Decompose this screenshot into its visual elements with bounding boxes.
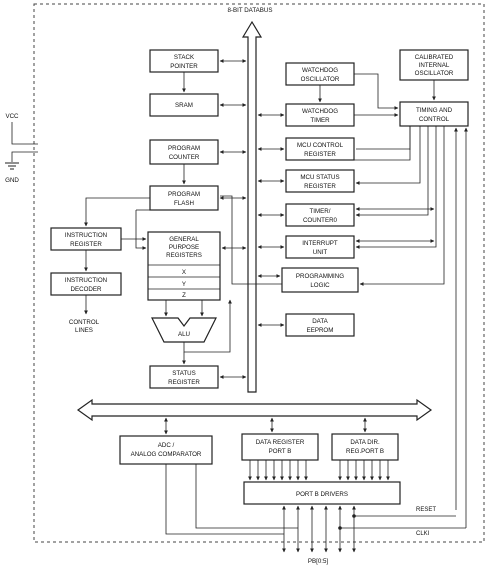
interrupt-unit-block [285,235,355,259]
port-b-drivers-label: PORT B DRIVERS [296,491,348,498]
pb-label: PB[0:5] [308,558,329,565]
timer-counter0-label-1: TIMER/ [310,208,331,215]
data-dir-port-b-label-1: DATA DIR. [350,439,380,446]
timer-counter0-block [285,203,355,227]
mcu-status-register-label-2: REGISTER [304,183,336,190]
reg-to-driver-arrows [248,460,390,481]
reset-label: RESET [416,507,436,513]
databus-label: 8-BIT DATABUS [227,7,272,14]
program-flash-label-2: FLASH [174,200,194,207]
timing-control-label-1: TIMING AND [416,107,453,114]
instruction-register-label-2: REGISTER [70,241,102,248]
clki-label: CLKI [416,531,430,537]
data-eeprom-label-1: DATA [312,318,328,325]
timing-control-block [399,101,469,127]
reg-y-label: Y [182,281,186,288]
port-b-pin-lines [282,505,356,553]
alu-label: ALU [178,331,190,338]
reg-x-label: X [182,269,186,276]
instruction-decoder-label-1: INSTRUCTION [65,277,107,284]
vcc-wire [11,122,38,145]
gp-registers-label-1: GENERAL [169,236,199,243]
alu-block [151,317,217,343]
program-counter-label-1: PROGRAM [168,145,200,152]
mcu-control-register-label-1: MCU CONTROL [297,142,344,149]
mcu-control-register-label-2: REGISTER [304,151,336,158]
data-dir-port-b-block [331,433,399,461]
calibrated-oscillator-label-3: OSCILLATOR [415,70,454,77]
gp-registers-label-3: REGISTERS [166,252,202,259]
gnd-wire [11,151,38,162]
gnd-label: GND [5,177,19,184]
adc-label-2: ANALOG COMPARATOR [131,451,202,458]
programming-logic-label-2: LOGIC [310,282,330,289]
mcu-status-register-label-1: MCU STATUS [300,174,339,181]
databus-vertical [241,20,263,393]
mcu-status-register-block [285,169,355,193]
interrupt-unit-label-1: INTERRUPT [302,240,338,247]
stack-pointer-label-2: POINTER [170,63,198,70]
data-register-port-b-label-1: DATA REGISTER [256,439,305,446]
status-register-block [149,365,219,389]
watchdog-oscillator-label-2: OSCILLATOR [301,76,340,83]
timer-counter0-label-2: COUNTER0 [303,217,338,224]
program-counter-label-2: COUNTER [169,154,200,161]
program-counter-block [149,139,219,165]
ground-icon [5,162,19,170]
data-eeprom-label-2: EEPROM [307,327,334,334]
stack-pointer-label-1: STACK [174,54,195,61]
data-dir-port-b-label-2: REG.PORT B [346,448,384,455]
adc-block [119,435,213,465]
program-flash-label-1: PROGRAM [168,191,200,198]
control-lines-label-1: CONTROL [69,319,100,326]
watchdog-timer-label-1: WATCHDOG [302,108,338,115]
adc-label-1: ADC / [158,442,175,449]
watchdog-oscillator-label-1: WATCHDOG [302,67,338,74]
status-register-label-1: STATUS [172,370,196,377]
instruction-decoder-label-2: DECODER [71,286,102,293]
interrupt-unit-label-2: UNIT [313,249,328,256]
instruction-register-label-1: INSTRUCTION [65,232,107,239]
control-lines-label-2: LINES [75,327,93,334]
calibrated-oscillator-label-1: CALIBRATED [415,54,454,61]
programming-logic-block [281,267,359,293]
mcu-control-register-block [285,137,355,161]
data-register-port-b-label-2: PORT B [269,448,292,455]
calibrated-oscillator-label-2: INTERNAL [419,62,450,69]
status-register-label-2: REGISTER [168,379,200,386]
chip-boundary [33,3,485,543]
data-eeprom-block [285,313,355,337]
sram-label: SRAM [175,102,193,109]
programming-logic-label-1: PROGRAMMING [296,273,344,280]
program-flash-block [149,185,219,211]
databus-horizontal [76,398,433,422]
data-register-port-b-block [241,433,319,461]
vcc-label: VCC [5,113,19,120]
port-b-drivers-block [243,481,401,505]
watchdog-timer-label-2: TIMER [310,117,330,124]
reg-z-label: Z [182,292,186,299]
gp-registers-label-2: PURPOSE [169,244,199,251]
timing-control-label-2: CONTROL [419,116,450,123]
sram-block [149,93,219,117]
